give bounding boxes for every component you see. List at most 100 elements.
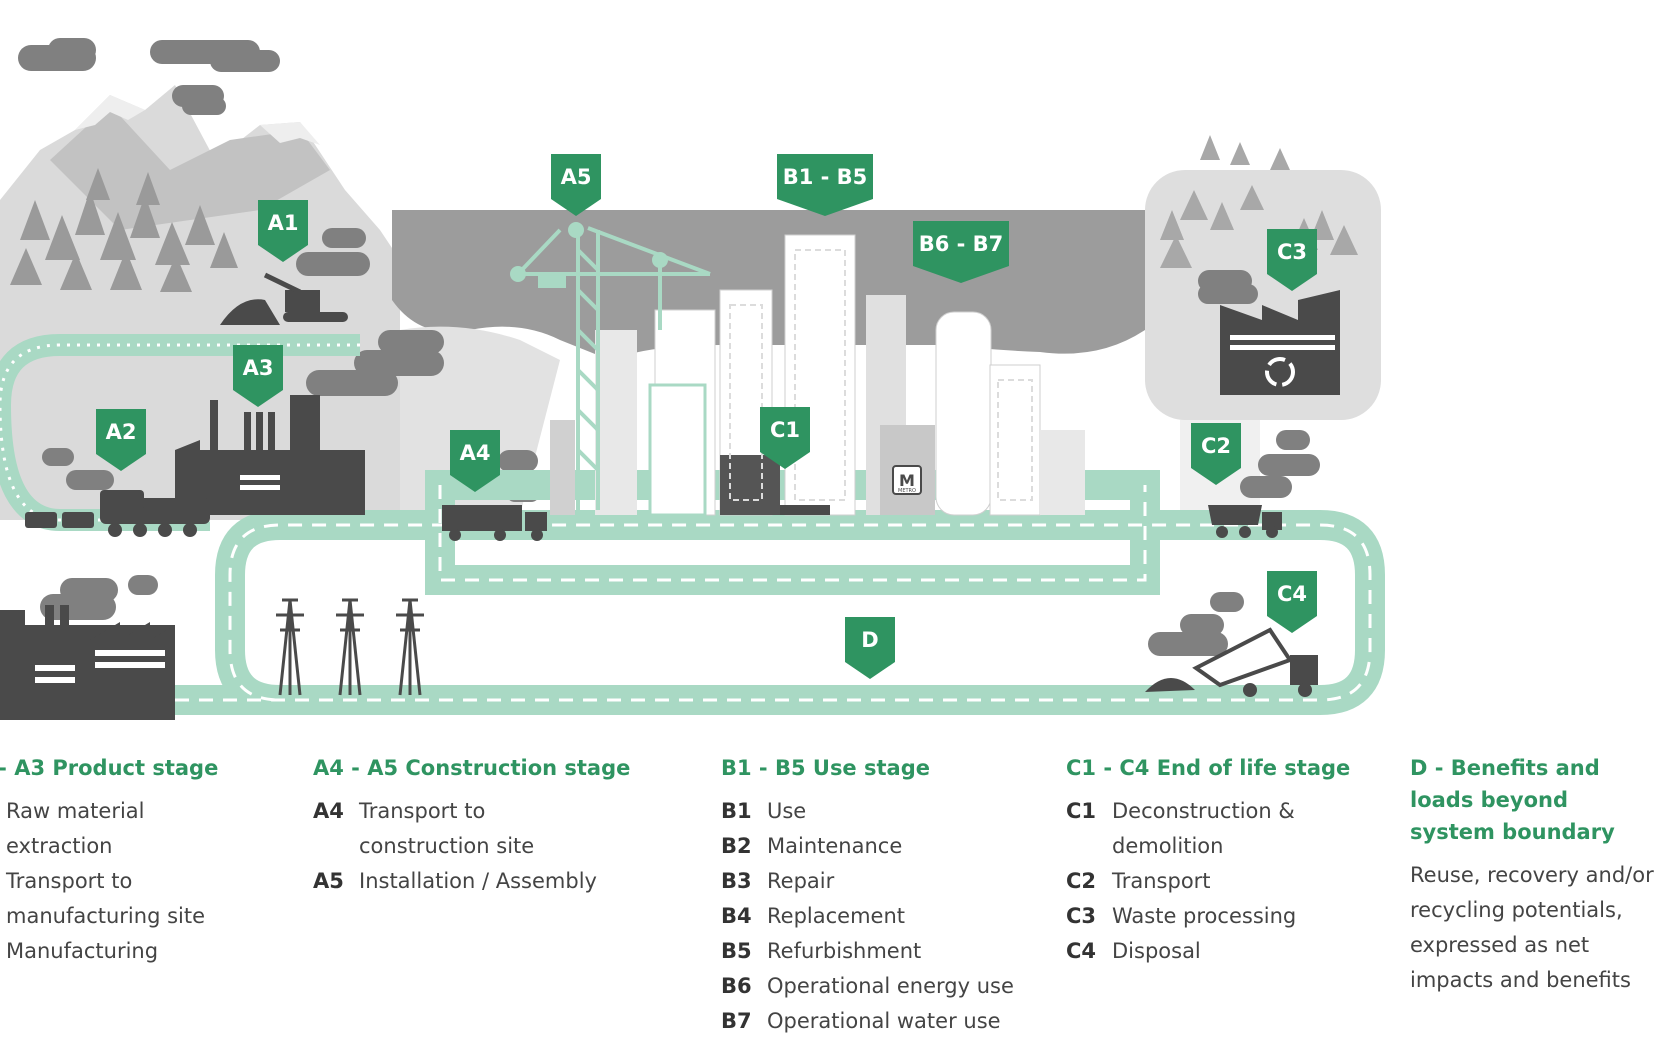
badge-c1: C1 [760,407,810,469]
badge-c4: C4 [1267,571,1317,633]
cloud [498,450,538,472]
legend-use-title: B1 - B5 Use stage [721,756,930,780]
cloud [1148,632,1228,656]
legend-text: Transport [1112,869,1211,893]
legend-product-title: A1 - A3 Product stage [0,756,219,780]
legend-code: B5 [721,939,752,963]
badge-b6b7-label: B6 - B7 [919,232,1004,256]
power-pylons [276,598,424,696]
legend-code: B3 [721,869,752,893]
legend-code: B4 [721,904,752,928]
cloud [1258,454,1320,476]
stage-badges: A1 A2 A3 A4 A5 B1 - B5 B6 - B7 C1 C2 [96,154,1317,679]
badge-c4-label: C4 [1277,582,1307,606]
cloud [378,330,444,354]
legend-text: Manufacturing [6,939,159,963]
truck-c2 [1208,505,1282,538]
metro-letter: M [899,471,915,490]
legend-code: B2 [721,834,752,858]
cloud [182,97,226,115]
legend-row: A1 Raw material extraction [0,794,260,864]
legend-benefits-description: Reuse, recovery and/or recycling potenti… [1410,863,1654,992]
legend-code: B7 [721,1009,752,1033]
city-buildings [550,234,1085,517]
legend-code: A4 [313,799,344,823]
cloud [354,350,444,376]
legend-text: Transport to manufacturing site [6,869,206,928]
construction-crane [510,222,711,510]
badge-a5: A5 [551,154,601,216]
badge-a1: A1 [258,200,308,262]
recycling-factory [1220,290,1340,395]
legend-text: Installation / Assembly [359,869,597,893]
legend-row: B3 Repair [721,864,1051,899]
cloud [42,448,74,466]
legend-row: B7 Operational water use [721,1004,1051,1039]
badge-b1b5-label: B1 - B5 [783,165,868,189]
forest-left [10,168,238,292]
cloud [1276,430,1310,450]
snow-cap-left [75,95,145,130]
snow-cap-right [260,122,320,145]
metro-sign: M METRO [892,465,922,495]
legend-text: Operational water use [767,1009,1001,1033]
legend-code: B1 [721,799,752,823]
legend-eol-title: C1 - C4 End of life stage [1066,756,1351,780]
badge-a4: A4 [450,430,500,492]
legend-benefits-stage: D - Benefits and loads beyond system bou… [1410,752,1656,998]
cloud [322,228,366,248]
mountain-back [50,105,330,230]
metro-caption: METRO [898,488,916,494]
legend-text: Replacement [767,904,905,928]
road [175,470,1385,715]
legend-construction-title: A4 - A5 Construction stage [313,756,631,780]
legend-row: C3 Waste processing [1066,899,1366,934]
cloud [1180,614,1224,636]
legend-text: Raw material extraction [6,799,145,858]
recycle-icon [1265,357,1295,387]
cloud [1198,284,1258,304]
badge-a3: A3 [233,345,283,407]
legend-text: Transport to construction site [359,799,535,858]
truck-a4 [442,505,547,541]
cloud [210,50,280,72]
outer-road [175,470,1385,715]
cloud [40,594,116,620]
legend-text: Waste processing [1112,904,1297,928]
cloud [48,38,96,62]
legend-code: B6 [721,974,752,998]
cloud [1210,592,1244,612]
cloud [128,575,158,595]
legend-row: C2 Transport [1066,864,1366,899]
legend-code: C1 [1066,799,1097,823]
cloud [1240,476,1292,498]
badge-b6b7: B6 - B7 [913,221,1009,283]
badge-c2-label: C2 [1201,434,1231,458]
badge-b1b5: B1 - B5 [777,154,873,216]
legend-text: Repair [767,869,835,893]
factory-d [0,605,175,720]
legend-benefits-title: D - Benefits and loads beyond system bou… [1410,756,1615,844]
legend-row: A5 Installation / Assembly [313,864,653,899]
badge-a5-label: A5 [561,165,592,189]
dump-truck-c4 [1145,627,1318,697]
legend-row: B5 Refurbishment [721,934,1051,969]
badge-c3: C3 [1267,229,1317,291]
legend-code: C3 [1066,904,1097,928]
legend-code: C4 [1066,939,1097,963]
legend-code: C2 [1066,869,1097,893]
train [25,490,210,537]
legend-product-stage: A1 - A3 Product stage A1 Raw material ex… [0,752,260,969]
legend-row: C4 Disposal [1066,934,1366,969]
badge-c3-label: C3 [1277,240,1307,264]
badge-c2: C2 [1191,423,1241,485]
badge-c1-label: C1 [770,418,800,442]
legend-text: Refurbishment [767,939,922,963]
legend-text: Disposal [1112,939,1201,963]
